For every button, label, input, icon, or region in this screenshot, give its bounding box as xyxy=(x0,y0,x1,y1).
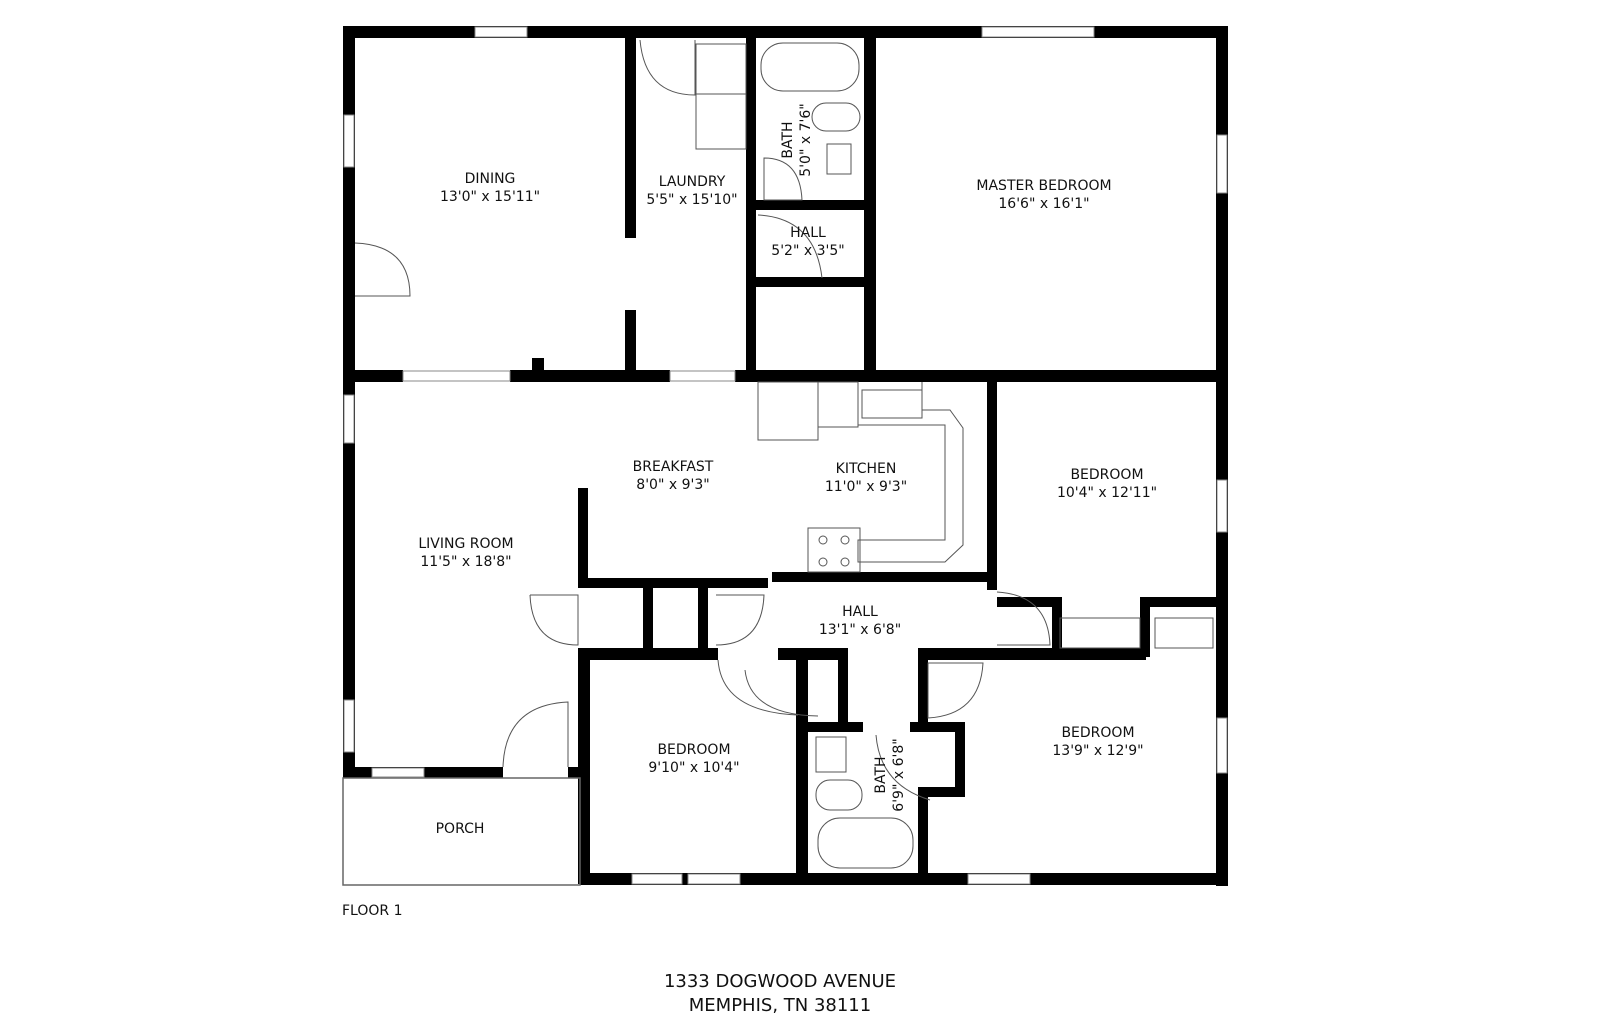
room-name: HALL xyxy=(790,225,826,241)
room-label-bedroom-south: BEDROOM 9'10" x 10'4" xyxy=(648,741,739,777)
room-dims: 5'5" x 15'10" xyxy=(646,192,738,208)
walls xyxy=(343,26,1228,886)
room-name: MASTER BEDROOM xyxy=(976,178,1112,194)
room-dims: 13'0" x 15'11" xyxy=(439,189,541,205)
room-label-bedroom-southeast: BEDROOM 13'9" x 12'9" xyxy=(1052,724,1143,760)
room-name: LAUNDRY xyxy=(658,174,726,190)
room-name: KITCHEN xyxy=(835,461,897,477)
door-swings xyxy=(354,39,1051,801)
room-name: BATH xyxy=(873,756,889,794)
room-name: DINING xyxy=(464,171,516,187)
room-name: PORCH xyxy=(435,821,485,837)
fixtures xyxy=(695,42,1214,869)
room-dims: 8'0" x 9'3" xyxy=(636,477,710,493)
windows xyxy=(343,26,1228,885)
room-label-master-bedroom: MASTER BEDROOM 16'6" x 16'1" xyxy=(976,177,1111,213)
address-line-2: MEMPHIS, TN 38111 xyxy=(688,995,872,1016)
room-name: BEDROOM xyxy=(1061,725,1135,741)
room-label-breakfast: BREAKFAST 8'0" x 9'3" xyxy=(633,458,714,494)
room-label-laundry: LAUNDRY 5'5" x 15'10" xyxy=(646,173,737,209)
room-label-dining: DINING 13'0" x 15'11" xyxy=(440,170,540,206)
room-label-bedroom-east: BEDROOM 10'4" x 12'11" xyxy=(1057,466,1157,502)
room-name: LIVING ROOM xyxy=(418,536,514,552)
room-label-kitchen: KITCHEN 11'0" x 9'3" xyxy=(825,460,907,496)
floor-label: FLOOR 1 xyxy=(342,903,403,919)
room-name: BATH xyxy=(780,121,796,159)
room-dims: 11'0" x 9'3" xyxy=(824,479,908,495)
room-label-hall-main: HALL 13'1" x 6'8" xyxy=(819,603,901,639)
room-name: BEDROOM xyxy=(1070,467,1144,483)
room-dims: 10'4" x 12'11" xyxy=(1056,485,1158,501)
room-label-bath-lower: BATH 6'9" x 6'8" xyxy=(872,738,908,811)
room-dims: 5'2" x 3'5" xyxy=(771,243,845,259)
room-name: BREAKFAST xyxy=(632,459,714,475)
room-label-porch: PORCH xyxy=(436,820,485,838)
room-dims: 13'9" x 12'9" xyxy=(1052,743,1144,759)
room-label-hall-upper: HALL 5'2" x 3'5" xyxy=(771,224,844,260)
room-dims: 11'5" x 18'8" xyxy=(420,554,512,570)
room-dims: 9'10" x 10'4" xyxy=(648,760,740,776)
room-label-bath-upper: BATH 5'0" x 7'6" xyxy=(779,103,815,176)
room-dims: 6'9" x 6'8" xyxy=(891,738,907,812)
address-block: 1333 DOGWOOD AVENUE MEMPHIS, TN 38111 xyxy=(664,970,896,1018)
room-dims: 16'6" x 16'1" xyxy=(998,196,1090,212)
room-name: BEDROOM xyxy=(657,742,731,758)
room-dims: 13'1" x 6'8" xyxy=(818,622,902,638)
room-label-living-room: LIVING ROOM 11'5" x 18'8" xyxy=(418,535,513,571)
room-name: HALL xyxy=(842,604,878,620)
address-line-1: 1333 DOGWOOD AVENUE xyxy=(663,971,897,992)
room-dims: 5'0" x 7'6" xyxy=(798,103,814,177)
porch-outline xyxy=(342,777,581,886)
